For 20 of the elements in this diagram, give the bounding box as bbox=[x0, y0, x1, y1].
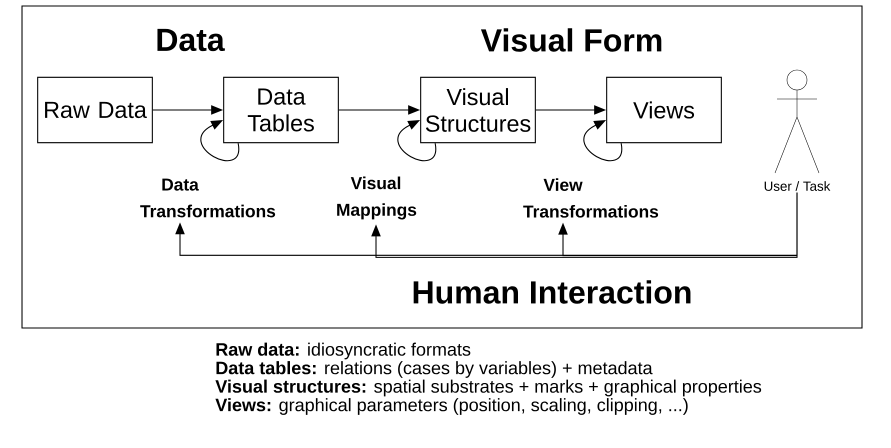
heading: Human Interaction bbox=[414, 280, 690, 304]
definition-text: Views: graphical parameters (position, scaling, clipping, ...) bbox=[215, 398, 688, 415]
role-label: User / Task bbox=[764, 181, 830, 191]
arrow bbox=[584, 120, 622, 162]
stage-label: View Transformations bbox=[523, 178, 658, 218]
heading: Data bbox=[157, 28, 225, 52]
arrow bbox=[558, 192, 798, 256]
stage-label: Data Transformations bbox=[140, 178, 276, 218]
process-box: Visual Structures bbox=[420, 76, 536, 144]
stage-label: Visual Mappings bbox=[337, 176, 416, 220]
process-box: Data Tables bbox=[223, 76, 339, 144]
person-drawing bbox=[774, 70, 820, 174]
process-box: Raw Data bbox=[37, 76, 153, 144]
definition-text: Raw data: idiosyncratic formats bbox=[216, 342, 470, 360]
arrow bbox=[398, 120, 436, 162]
process-box: Views bbox=[606, 76, 722, 144]
definition-text: Visual structures: spatial substrates + marks + graphical properties bbox=[215, 380, 762, 396]
heading: Visual Form bbox=[480, 28, 662, 52]
definition-text: Data tables: relations (cases by variables) + metadata bbox=[216, 361, 653, 378]
arrow bbox=[200, 120, 240, 162]
